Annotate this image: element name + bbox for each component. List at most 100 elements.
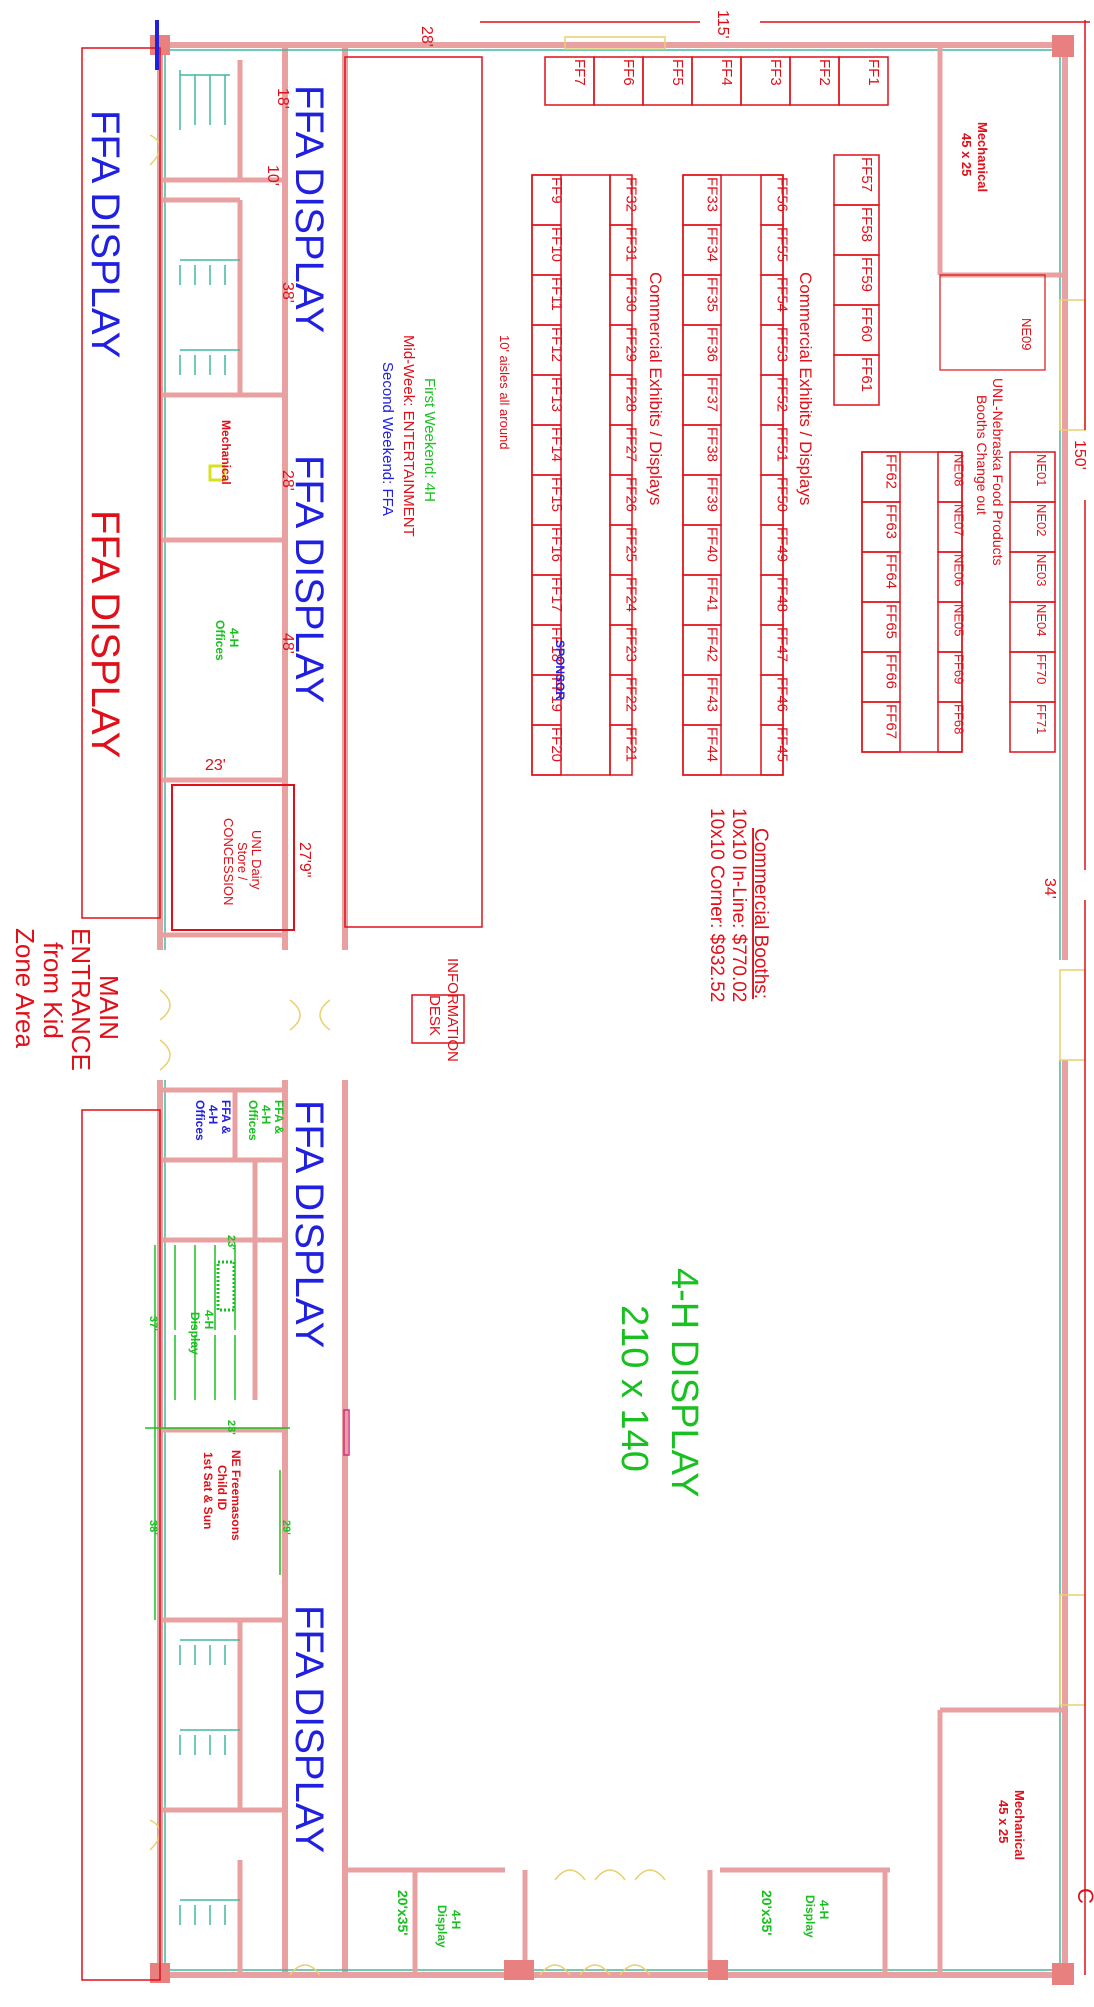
booth-ff57: FF57 [858,157,875,192]
booth-ff55: FF55 [773,227,790,262]
dim-150: 150' [1071,440,1088,470]
edge-letter: C [1073,1888,1094,1904]
booth-ff44: FF44 [703,727,720,762]
freemasons-line-2: Child ID [215,1465,229,1511]
booth-ff22: FF22 [622,677,639,712]
dim-27-9: 27'9" [296,842,313,877]
left-rooms [160,60,285,1975]
booth-ff19: FF19 [548,677,565,712]
dim-37: 37' [147,1316,159,1331]
ffa-display-labels: FFA DISPLAY FFA DISPLAY FFA DISPLAY FFA … [83,85,331,1853]
booth-ff70: FF70 [1034,654,1049,684]
ffa4h-green-2: 4-H [259,1105,273,1124]
booth-ne02: NE02 [1034,504,1049,537]
schedule-note: First Weekend: 4H Mid-Week: ENTERTAINMEN… [379,335,438,537]
offices-4h-label: 4-H Offices [213,620,241,661]
ffa4h-green-3: Offices [246,1100,260,1141]
commercial-exhibits-label-2: Commercial Exhibits / Displays [796,272,815,505]
booth-cell [682,174,784,776]
booth-ff27: FF27 [622,427,639,462]
information-desk: INFORMATION DESK [411,958,465,1062]
booth-ff43: FF43 [703,677,720,712]
dim-38: 38' [279,282,296,303]
booth-ff1: FF1 [865,59,882,86]
booth-ff49: FF49 [773,527,790,562]
main-entrance-line-1: MAIN [94,975,124,1040]
booth-ff42: FF42 [703,627,720,662]
freemasons-line-3: 1st Sat & Sun [201,1452,215,1529]
booth-ff61: FF61 [858,357,875,392]
booth-ff30: FF30 [622,277,639,312]
corner-posts [150,35,1074,1985]
booth-ff5: FF5 [669,59,686,86]
main-entrance-line-3: from Kid [38,942,68,1039]
booth-ff65: FF65 [882,604,899,639]
main-entrance-label: MAIN ENTRANCE from Kid Zone Area [10,928,124,1071]
dim-18: 18' [274,88,291,109]
booth-ff20: FF20 [548,727,565,762]
booth-ff54: FF54 [773,277,790,312]
mechanical-bottom-2: 45 x 25 [996,1800,1011,1843]
booth-ne06: NE06 [952,554,967,587]
dim-28-top: 28' [418,26,435,47]
ne09-room [939,274,1046,371]
booth-ff31: FF31 [622,227,639,262]
booth-ff35: FF35 [703,277,720,312]
booth-ff28: FF28 [622,377,639,412]
booth-cell [861,451,963,753]
booth-ff52: FF52 [773,377,790,412]
freemasons-line-1: NE Freemasons [229,1450,243,1541]
mechanical-bottom-1: Mechanical [1012,1790,1027,1860]
booth-ff37: FF37 [703,377,720,412]
booth-ff13: FF13 [548,377,565,412]
big-4h-display-line-1: 4-H DISPLAY [663,1268,705,1497]
booth-ff24: FF24 [622,577,639,612]
ffa-display-corridor-3: FFA DISPLAY [287,1100,331,1348]
booth-ff59: FF59 [858,257,875,292]
dim-23-store: 23' [205,757,226,774]
booth-ff50: FF50 [773,477,790,512]
booth-pricing-title: Commercial Booths: [750,828,771,999]
dim-28-mech: 28' [279,470,296,491]
booth-ne08: NE08 [952,454,967,487]
booth-ff14: FF14 [548,427,565,462]
dim-34: 34' [1041,878,1058,899]
booth-ff63: FF63 [882,504,899,539]
green-dimension-labels: 23' 37' 23' 38' 29' [147,1235,292,1535]
bottom-4h-2-b: Display [803,1895,817,1938]
dairy-label: UNL Dairy Store / CONCESSION [221,818,264,905]
mechanical-labels: Mechanical 45 x 25 Mechanical 45 x 25 Me… [219,122,1027,1860]
booth-ff41: FF41 [703,577,720,612]
booth-ff9: FF9 [548,177,565,204]
booth-ff6: FF6 [620,59,637,86]
ffa4h-blue-2: 4-H [206,1105,220,1124]
booth-ff60: FF60 [858,307,875,342]
booth-ff40: FF40 [703,527,720,562]
booth-ff39: FF39 [703,477,720,512]
ffa-outline-boxes [81,47,483,1981]
booth-ff23: FF23 [622,627,639,662]
booth-ff21: FF21 [622,727,639,762]
booth-ff17: FF17 [548,577,565,612]
main-entrance-line-4: Zone Area [10,928,40,1049]
booth-ff32: FF32 [622,177,639,212]
booth-cell [1009,701,1056,753]
dairy-line-3: CONCESSION [221,818,236,905]
booth-ff7: FF7 [571,59,588,86]
booth-ff38: FF38 [703,427,720,462]
booth-pricing: Commercial Booths: 10x10 In-Line: $770.0… [706,808,771,1002]
dairy-line-2: Store / [235,842,250,881]
booth-cell [833,354,880,406]
mechanical-top-2: 45 x 25 [959,133,974,176]
dimension-labels: 28' 115' 150' 34' 18' 10' 38' 28' 48' 23… [205,10,1088,899]
booth-ff53: FF53 [773,327,790,362]
dairy-store-box [171,784,295,931]
dairy-line-1: UNL Dairy [249,830,264,890]
dimension-lines [480,20,1090,1975]
booth-cell [531,174,611,776]
ffa-display-corridor-1: FFA DISPLAY [287,85,331,333]
bottom-4h-2-a: 4-H [817,1900,831,1919]
restroom-stalls [179,70,240,1925]
booth-ff47: FF47 [773,627,790,662]
